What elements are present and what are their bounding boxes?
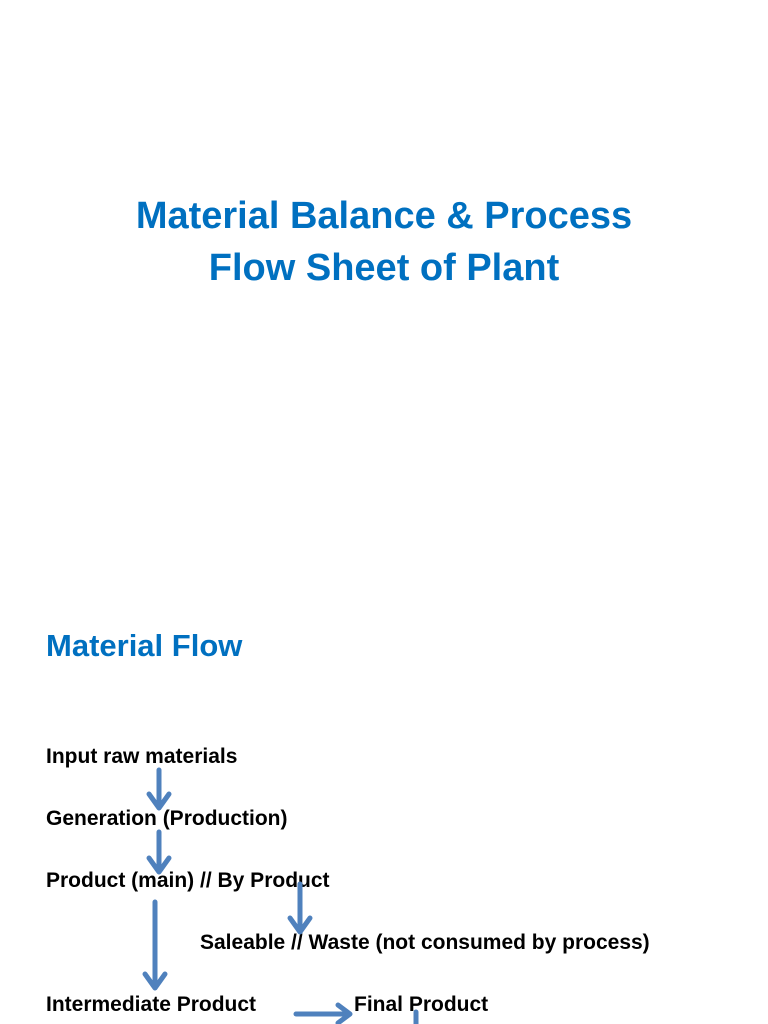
slide-title-line-2: Flow Sheet of Plant [208, 247, 560, 289]
arrow-intermediate-to-final [293, 1002, 353, 1024]
flow-saleable-waste: Saleable // Waste (not consumed by proce… [200, 931, 650, 954]
slide-title-line-1: Material Balance & Process [135, 195, 633, 237]
arrow-product-to-intermediate [142, 899, 168, 991]
flow-final-product: Final Product [354, 993, 489, 1016]
arrow-generation-to-product [146, 829, 172, 875]
flow-input-raw-materials: Input raw materials [46, 745, 238, 768]
arrow-input-to-generation [146, 767, 172, 811]
flow-product: Product (main) // By Product [46, 869, 330, 892]
flow-intermediate-product: Intermediate Product [46, 993, 257, 1016]
section-heading: Material Flow [46, 628, 243, 663]
flow-generation: Generation (Production) [46, 807, 288, 830]
